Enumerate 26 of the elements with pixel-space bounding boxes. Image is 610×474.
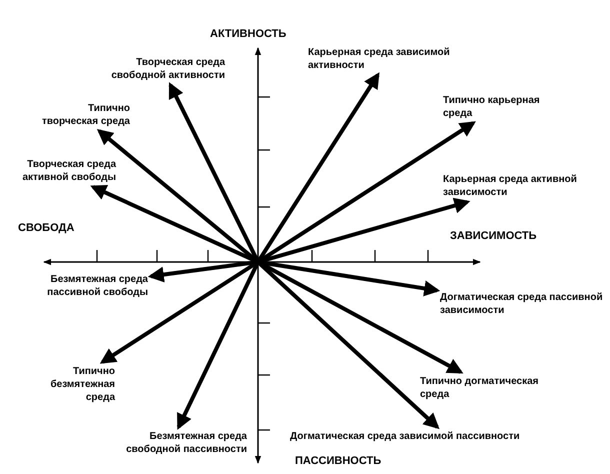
axis-label: АКТИВНОСТЬ	[210, 28, 286, 40]
environment-label: Типично карьерная среда	[443, 94, 553, 120]
arrow	[258, 262, 440, 430]
environment-label: Догматическая среда пассивной зависимости	[440, 291, 605, 317]
axis-label: ЗАВИСИМОСТЬ	[450, 230, 537, 242]
arrow	[90, 185, 256, 263]
environment-label: Безмятежная среда пассивной свободы	[8, 273, 148, 299]
arrow	[260, 260, 440, 296]
environment-label: Карьерная среда зависимой активности	[308, 46, 468, 72]
environment-label: Догматическая среда зависимой пассивности	[290, 430, 605, 443]
environment-label: Типично безмятежная среда	[20, 365, 115, 404]
arrow	[100, 262, 257, 364]
environment-label: Типично творческая среда	[30, 102, 130, 128]
arrow	[148, 260, 256, 282]
axis-label: ПАССИВНОСТЬ	[295, 455, 382, 467]
environment-label: Творческая среда активной свободы	[0, 158, 116, 184]
environment-label: Творческая среда свободной активности	[100, 56, 225, 82]
arrow	[168, 82, 258, 260]
arrow	[258, 72, 380, 261]
arrow	[176, 264, 258, 430]
arrow	[260, 198, 470, 264]
environment-label: Карьерная среда активной зависимости	[443, 173, 603, 199]
center-point	[254, 258, 262, 266]
environment-label: Типично догматическая среда	[420, 375, 560, 401]
axis-label: СВОБОДА	[18, 222, 74, 234]
environment-label: Безмятежная среда свободной пассивности	[95, 430, 247, 456]
